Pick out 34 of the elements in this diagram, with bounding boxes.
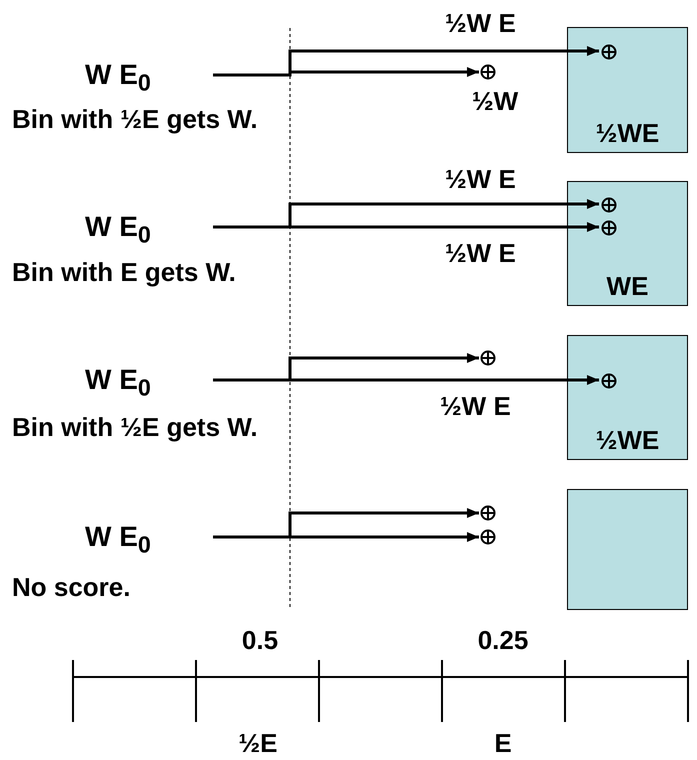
variable-label: W E$_{0}$ — [85, 519, 213, 555]
value-label: ½W — [472, 86, 518, 116]
caption-text: Bin with ½E gets W. — [12, 104, 258, 134]
variable-label: W E$_{0}$ — [85, 362, 213, 398]
scale-label: 0.25 — [476, 625, 530, 655]
bin-box — [567, 27, 688, 153]
edge-label: ½W E — [440, 391, 511, 421]
edge-label: ½W E — [445, 164, 516, 194]
bin-box — [567, 489, 688, 610]
scale-label: ½E — [237, 728, 279, 758]
circled-plus-icon — [601, 197, 617, 213]
caption-text: Bin with ½E gets W. — [12, 412, 258, 442]
bin-label: WE — [606, 271, 650, 301]
scale-label: 0.5 — [240, 625, 280, 655]
circled-plus-icon — [601, 373, 617, 389]
arrow — [213, 375, 599, 385]
caption-text: No score. — [12, 572, 130, 602]
scale-label: E — [493, 728, 513, 758]
circled-plus-icon — [480, 350, 496, 366]
bin-box — [567, 335, 688, 460]
bin-box — [567, 181, 688, 306]
arrow — [213, 222, 599, 232]
circled-plus-icon — [480, 505, 496, 521]
circled-plus-icon — [601, 220, 617, 236]
edge-label: ½W E — [445, 8, 516, 38]
bin-label: ½WE — [594, 425, 660, 455]
circled-plus-icon — [601, 44, 617, 60]
variable-label: W E$_{0}$ — [85, 57, 213, 93]
variable-label: W E$_{0}$ — [85, 209, 213, 245]
circled-plus-icon — [480, 64, 496, 80]
edge-label: ½W E — [445, 238, 516, 268]
caption-text: Bin with E gets W. — [12, 257, 236, 287]
circled-plus-icon — [480, 529, 496, 545]
bin-label: ½WE — [594, 118, 660, 148]
